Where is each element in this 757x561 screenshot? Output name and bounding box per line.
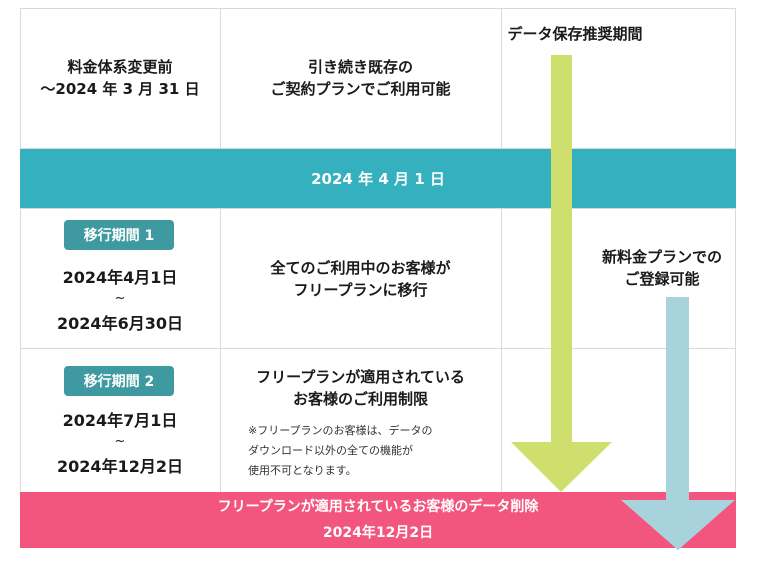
grid-col1 [220, 8, 221, 148]
grid-col2 [501, 8, 502, 148]
phase2-badge: 移行期間 2 [64, 366, 174, 396]
grid-col2b [501, 208, 502, 492]
new-plan-label: 新料金プランでの ご登録可能 [601, 248, 722, 288]
grid-top [20, 8, 736, 9]
phase2-description: フリープランが適用されている お客様のご利用制限 [256, 368, 465, 408]
deletion-banner-line1: フリープランが適用されているお客様のデータ削除 [217, 499, 539, 515]
date-band: 2024 年 4 月 1 日 [20, 149, 736, 208]
phase2-badge-label: 移行期間 2 [83, 374, 155, 390]
new-plan-arrow [621, 297, 735, 550]
phase2-note: ※フリープランのお客様は、データの ダウンロード以外の全ての機能が 使用不可とな… [248, 424, 433, 477]
phase2-tilde: ~ [114, 434, 126, 449]
phase1-badge-label: 移行期間 1 [83, 228, 155, 244]
phase1-description: 全てのご利用中のお客様が フリープランに移行 [270, 259, 451, 299]
grid-left [20, 8, 21, 548]
before-description: 引き続き既存の ご契約プランでご利用可能 [270, 58, 451, 98]
deletion-banner: フリープランが適用されているお客様のデータ削除 2024年12月2日 [20, 492, 736, 548]
grid-col1b [220, 208, 221, 492]
grid-right [735, 8, 736, 548]
deletion-banner-line2: 2024年12月2日 [322, 525, 434, 541]
phase1-tilde: ~ [114, 291, 126, 306]
before-period: 料金体系変更前 ～2024 年 3 月 31 日 [40, 58, 200, 98]
grid-row1-bottom [20, 148, 736, 149]
phase1-badge: 移行期間 1 [64, 220, 174, 250]
grid-row3-top [20, 208, 736, 209]
date-band-label: 2024 年 4 月 1 日 [311, 170, 445, 188]
retention-label: データ保存推奨期間 [507, 25, 643, 43]
phase1-start: 2024年4月1日 [62, 268, 178, 287]
retention-arrow [511, 55, 612, 492]
phase1-end: 2024年6月30日 [57, 314, 183, 333]
phase2-end: 2024年12月2日 [57, 457, 183, 476]
grid-row3-bottom [20, 348, 736, 349]
phase2-start: 2024年7月1日 [62, 411, 178, 430]
